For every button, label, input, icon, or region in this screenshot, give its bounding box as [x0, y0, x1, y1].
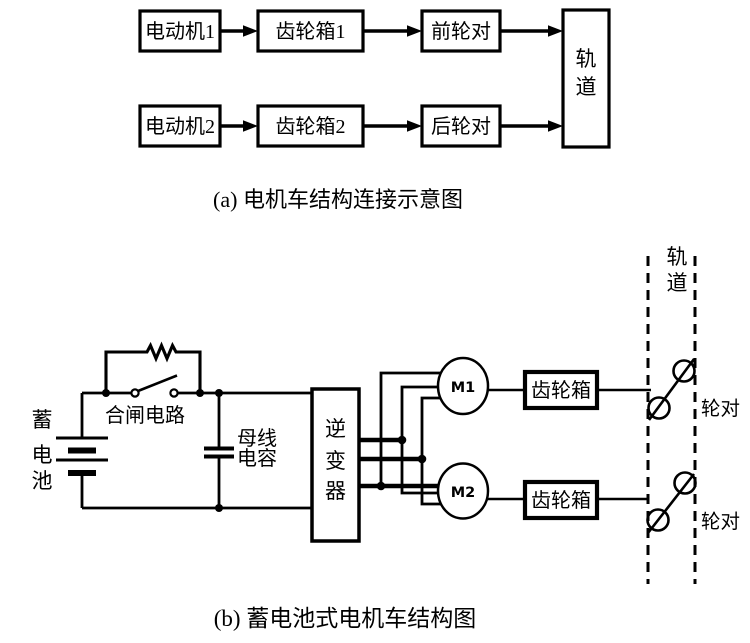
closing-circuit-label: 合闸电路	[105, 404, 185, 427]
rear-wheelset-label: 后轮对	[431, 115, 491, 138]
junction-dot	[102, 389, 110, 397]
wheelset2-wheel-top	[673, 471, 697, 495]
junction-dot	[196, 389, 204, 397]
motor-M2-circle	[436, 462, 490, 520]
arrow-head	[407, 120, 422, 132]
motor-M2-label: M2	[451, 485, 476, 501]
arrow-gearbox2-rearwheel	[363, 120, 422, 132]
wheelset2-label: 轮对	[701, 511, 740, 533]
junction-dot	[417, 454, 427, 464]
track-box	[561, 8, 611, 149]
gearbox1-label-b: 齿轮箱	[531, 379, 591, 402]
wheelset2-wheel-bottom	[646, 508, 670, 532]
track-label-char2: 道	[576, 75, 597, 99]
motor2-label: 电动机2	[145, 115, 215, 138]
battery-label-char1: 蓄	[32, 408, 53, 432]
wheelset1-axle	[647, 358, 696, 421]
wheelset1-symbol	[647, 358, 696, 421]
arrow-motor2-gearbox2	[220, 120, 258, 132]
junction-dot	[397, 435, 407, 445]
switch-terminal-right	[169, 388, 179, 398]
track-b-label-char1: 轨	[667, 245, 688, 269]
phase1-riser-to-M1-M2	[400, 385, 438, 495]
resistor-bypass-branch	[104, 341, 202, 393]
phase2-riser-to-M1-M2	[420, 396, 441, 506]
front-wheelset-label: 前轮对	[431, 20, 491, 43]
inverter-label-char3: 器	[325, 479, 346, 503]
diagram-a: 电动机1 齿轮箱1 前轮对 电动机2 齿轮箱2 后轮对 轨 道 (a) 电机车结…	[138, 8, 611, 212]
wheelset1-wheel-top	[672, 359, 696, 383]
wheelset1-wheel-bottom	[647, 396, 671, 420]
arrow-head	[407, 25, 422, 37]
inverter-label-char1: 逆	[325, 417, 346, 441]
inverter-label-char2: 变	[325, 449, 346, 473]
capacitor-symbol	[204, 393, 234, 508]
arrow-head	[243, 120, 258, 132]
battery-label-char3: 池	[32, 469, 53, 493]
inverter-box	[310, 387, 361, 543]
phase3-riser-to-M1	[379, 371, 441, 486]
arrow-gearbox1-frontwheel	[363, 25, 422, 37]
bus-capacitor-label-line1: 母线	[237, 427, 277, 450]
track-label-char1: 轨	[576, 47, 597, 71]
arrow-head	[548, 120, 563, 132]
wheelset1-label: 轮对	[701, 398, 740, 420]
motor1-label: 电动机1	[145, 20, 215, 43]
track-b-label-char2: 道	[667, 271, 688, 295]
caption-a: (a) 电机车结构连接示意图	[213, 187, 463, 212]
arrow-rearwheel-track	[500, 120, 563, 132]
arrow-head	[548, 25, 563, 37]
arrow-motor1-gearbox1	[220, 25, 258, 37]
arrow-frontwheel-track	[500, 25, 563, 37]
battery-symbol	[56, 393, 108, 508]
arrow-head	[243, 25, 258, 37]
caption-b: (b) 蓄电池式电机车结构图	[214, 606, 477, 631]
wheelset2-symbol	[646, 471, 697, 534]
bus-capacitor-label-line2: 电容	[237, 447, 277, 470]
gearbox1-label: 齿轮箱1	[276, 20, 346, 43]
motor-M1-label: M1	[451, 380, 476, 396]
junction-dot	[376, 481, 386, 491]
diagram-b: 合闸电路 蓄 电 池 母线 电容 逆 变 器 M1 M2 齿轮箱 齿轮箱 轮对 …	[32, 245, 741, 631]
battery-label-char2: 电	[32, 443, 53, 467]
wheelset2-axle	[646, 473, 696, 534]
gearbox2-label-b: 齿轮箱	[531, 489, 591, 512]
gearbox2-label: 齿轮箱2	[276, 115, 346, 138]
motor-M1-circle	[436, 356, 490, 416]
switch-blade	[137, 374, 178, 393]
switch-terminal-left	[130, 388, 140, 398]
